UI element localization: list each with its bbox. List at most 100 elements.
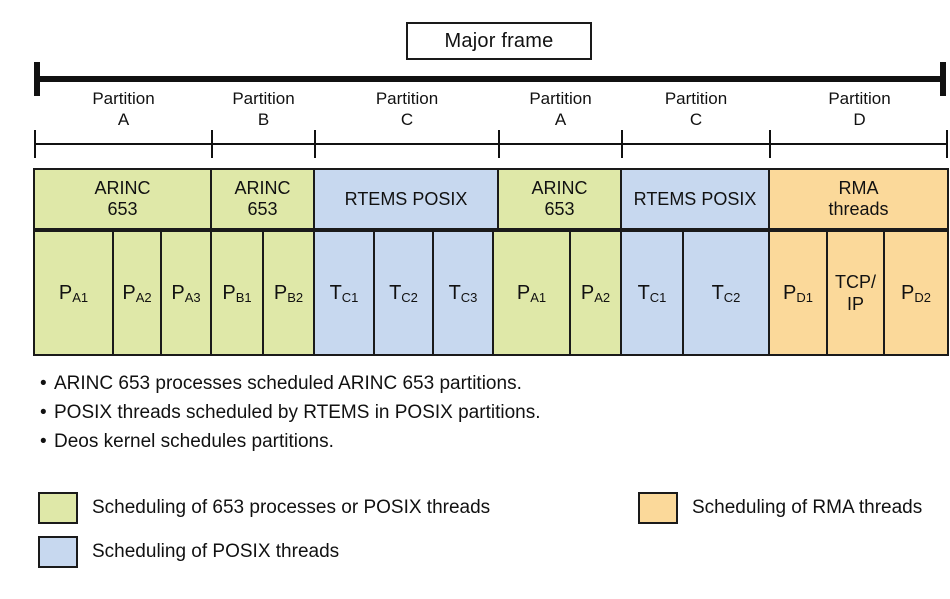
task-cell-subscript: C3 bbox=[460, 289, 478, 305]
partition-label-letter: A bbox=[554, 110, 567, 129]
task-cell-label: PD2 bbox=[901, 282, 931, 305]
task-cell-10: PA2 bbox=[569, 230, 622, 356]
task-cell-base: P bbox=[222, 281, 236, 304]
task-cell-base: P bbox=[122, 281, 136, 304]
task-cell-base: T bbox=[329, 281, 342, 304]
task-cell-base: P bbox=[580, 281, 595, 304]
scheduler-cell-line1: ARINC bbox=[234, 178, 291, 198]
partition-label-word: Partition bbox=[92, 89, 155, 108]
legend-item-3: Scheduling of POSIX threads bbox=[38, 536, 339, 568]
task-cell-label: PA2 bbox=[581, 282, 610, 305]
scheduler-cell-line1: RTEMS POSIX bbox=[633, 188, 757, 209]
partition-label-letter: D bbox=[853, 110, 866, 129]
bullet-dot-icon: • bbox=[40, 431, 47, 452]
scheduler-cell-line1: ARINC bbox=[531, 178, 588, 198]
task-cell-3: PA3 bbox=[160, 230, 212, 356]
legend-swatch-blue bbox=[38, 536, 78, 568]
scheduler-cell-label: RTEMS POSIX bbox=[345, 189, 468, 210]
partition-label-word: Partition bbox=[828, 89, 891, 108]
legend-label: Scheduling of 653 processes or POSIX thr… bbox=[92, 497, 491, 518]
bullet-dot-icon: • bbox=[40, 373, 47, 394]
partition-label-letter: C bbox=[689, 110, 703, 129]
major-frame-label: Major frame bbox=[444, 29, 554, 52]
partition-tick-4 bbox=[621, 130, 623, 158]
partition-tick-1 bbox=[211, 130, 213, 158]
bullet-text: POSIX threads scheduled by RTEMS in POSI… bbox=[54, 402, 541, 423]
scheduler-cell-5: RTEMS POSIX bbox=[620, 168, 770, 230]
task-cell-label: TC2 bbox=[712, 282, 741, 305]
task-cell-label: TC1 bbox=[638, 282, 667, 305]
task-cell-base: T bbox=[448, 281, 461, 304]
partition-label-word: Partition bbox=[375, 89, 439, 108]
legend-swatch-green bbox=[38, 492, 78, 524]
scheduler-cell-line2: 653 bbox=[107, 199, 138, 219]
task-cell-subscript: D2 bbox=[914, 289, 931, 305]
partition-label-word: Partition bbox=[664, 89, 728, 108]
span-cap-right-icon bbox=[940, 62, 946, 96]
scheduler-cell-line2: 653 bbox=[544, 199, 575, 219]
partition-tick-3 bbox=[498, 130, 500, 158]
task-cell-subscript: C1 bbox=[649, 289, 667, 305]
legend-label: Scheduling of RMA threads bbox=[692, 497, 923, 518]
legend-swatch-orange bbox=[638, 492, 678, 524]
partition-label-letter: C bbox=[400, 110, 414, 129]
task-cell-label: TC2 bbox=[389, 282, 418, 305]
bullet-item-2: • POSIX threads scheduled by RTEMS in POS… bbox=[40, 399, 740, 426]
span-line bbox=[34, 76, 946, 82]
task-cell-label: TC1 bbox=[330, 282, 359, 305]
task-cell-6: TC1 bbox=[313, 230, 375, 356]
partition-label-letter: B bbox=[257, 110, 270, 129]
task-cell-base: P bbox=[783, 281, 797, 304]
scheduler-cell-line1: ARINC bbox=[94, 178, 151, 198]
task-cell-subscript: C1 bbox=[341, 289, 359, 305]
task-cell-base: P bbox=[58, 281, 73, 304]
partition-label-word: Partition bbox=[529, 89, 592, 108]
task-cell-subscript: A2 bbox=[135, 289, 152, 305]
task-cell-14: TCP/ IP bbox=[826, 230, 885, 356]
legend-item-2: Scheduling of RMA threads bbox=[638, 492, 922, 524]
bullet-text: ARINC 653 processes scheduled ARINC 653 … bbox=[54, 373, 522, 394]
task-cell-base: T bbox=[389, 281, 402, 304]
legend-label: Scheduling of POSIX threads bbox=[92, 541, 340, 562]
task-cell-label: PA1 bbox=[517, 282, 546, 305]
task-cell-13: PD1 bbox=[768, 230, 828, 356]
task-cell-label: PB1 bbox=[222, 282, 251, 305]
task-cell-label: TCP/ IP bbox=[834, 272, 876, 314]
task-cell-label: PB2 bbox=[274, 282, 303, 305]
partition-tick-0 bbox=[34, 130, 36, 158]
task-cell-subscript: A1 bbox=[530, 289, 547, 305]
legend: Scheduling of 653 processes or POSIX thr… bbox=[38, 492, 938, 572]
bullet-text: Deos kernel schedules partitions. bbox=[54, 431, 334, 452]
task-cell-base: P bbox=[516, 281, 531, 304]
scheduler-cell-line2: 653 bbox=[247, 199, 278, 219]
task-cell-7: TC2 bbox=[373, 230, 434, 356]
task-cell-label: PA2 bbox=[122, 282, 151, 305]
task-cell-base: T bbox=[637, 281, 650, 304]
major-frame-span-bar bbox=[34, 62, 946, 98]
task-cell-subscript: A2 bbox=[594, 289, 611, 305]
task-cell-base: P bbox=[901, 281, 915, 304]
task-cell-subscript: C2 bbox=[401, 289, 418, 305]
task-cell-8: TC3 bbox=[432, 230, 494, 356]
partition-tick-6 bbox=[946, 130, 948, 158]
task-cell-4: PB1 bbox=[210, 230, 264, 356]
bullet-list: • ARINC 653 processes scheduled ARINC 653… bbox=[40, 370, 740, 457]
task-cell-subscript: B2 bbox=[287, 289, 304, 305]
partition-tick-2 bbox=[314, 130, 316, 158]
task-cell-base: P bbox=[171, 281, 185, 304]
bullet-dot-icon: • bbox=[40, 402, 47, 423]
task-cell-subscript: C2 bbox=[723, 289, 741, 305]
task-cell-15: PD2 bbox=[883, 230, 949, 356]
